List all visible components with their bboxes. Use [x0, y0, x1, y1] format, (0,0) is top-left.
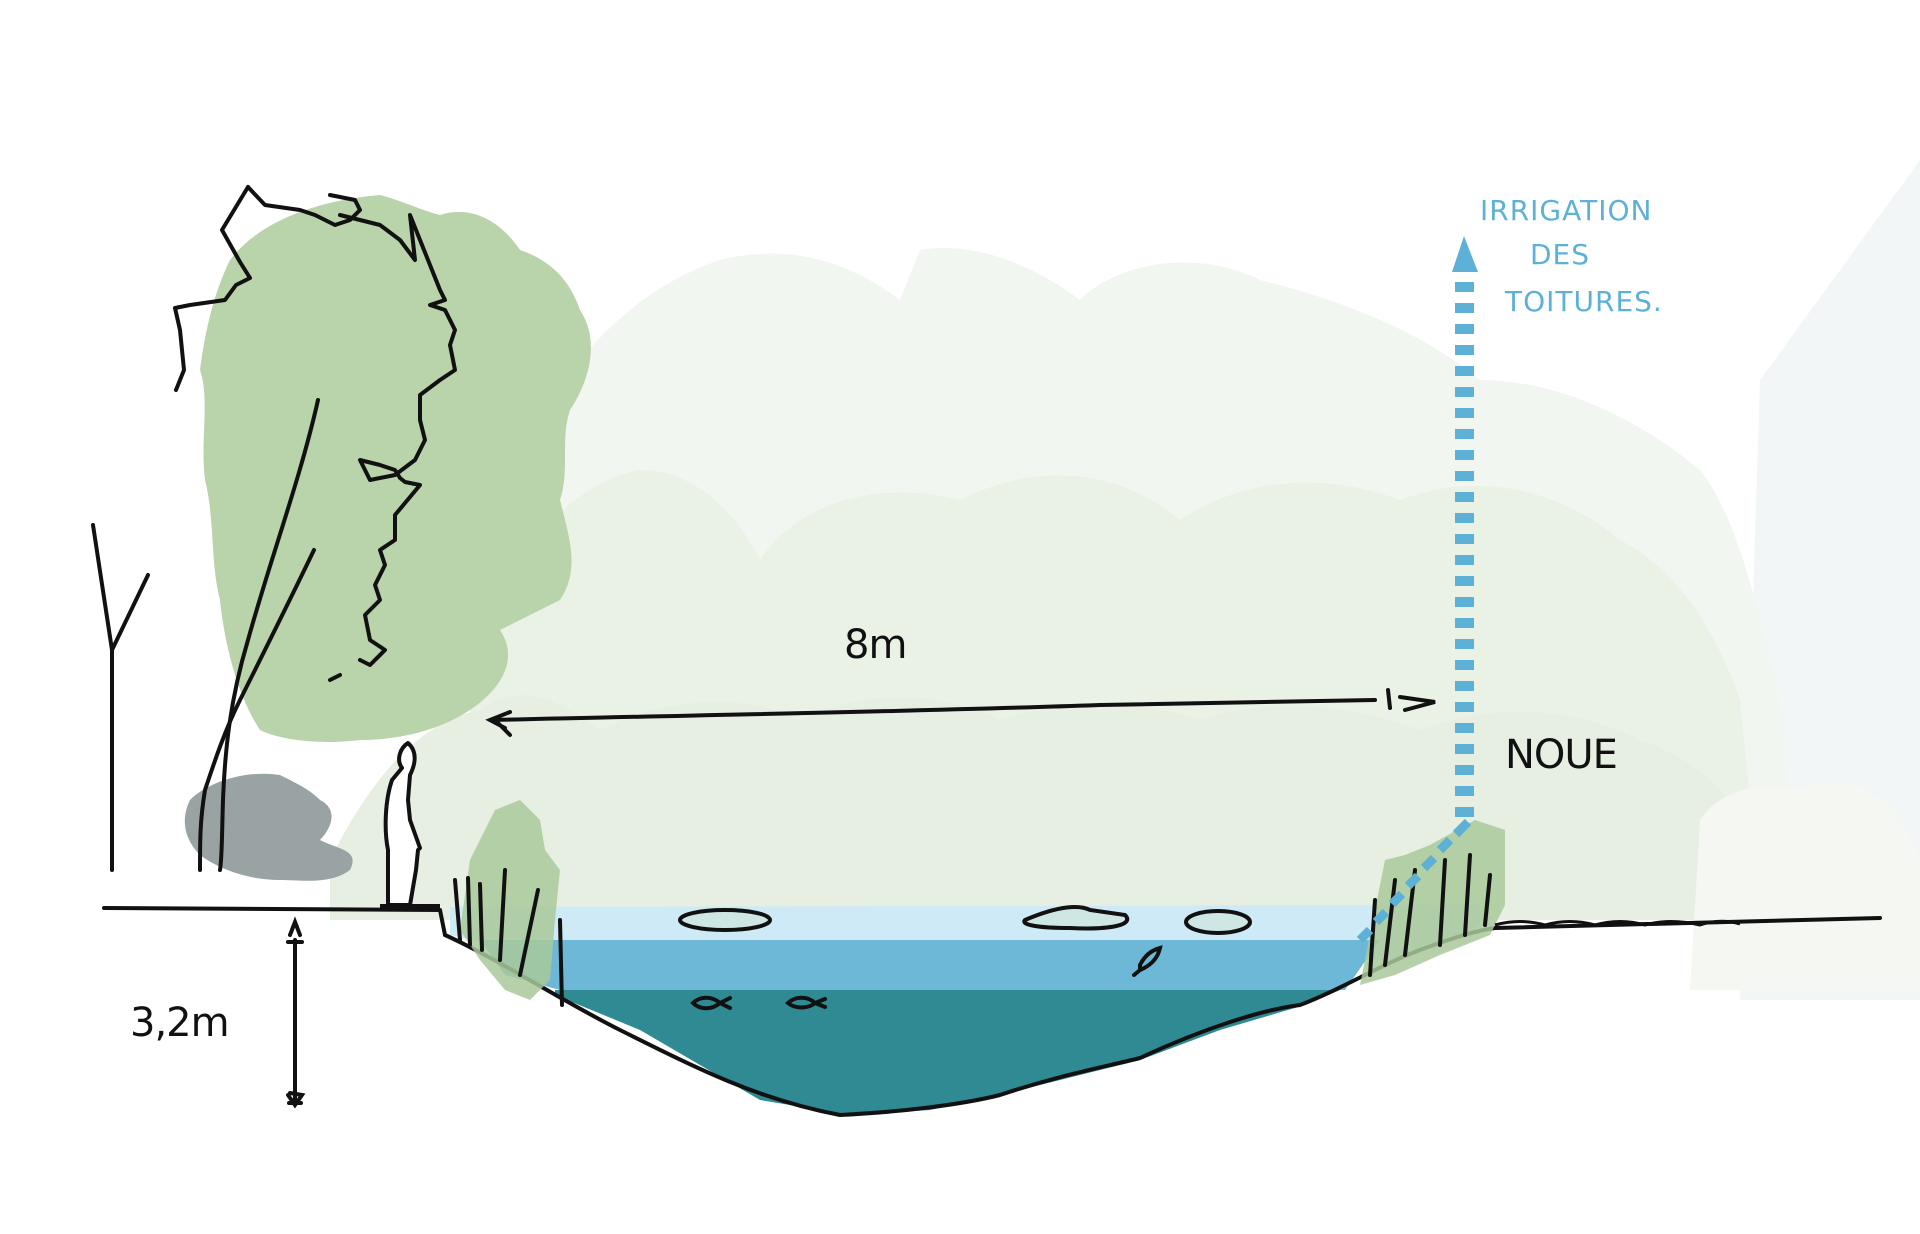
- tree-branch: [198, 548, 316, 872]
- width-dimension-label: 8m: [844, 622, 907, 668]
- reeds-left-foliage: [460, 800, 560, 1000]
- irrigation-dash: [1455, 702, 1474, 712]
- shrub: [184, 773, 353, 881]
- irrigation-dash: [1455, 366, 1474, 376]
- water-deep: [555, 990, 1340, 1115]
- irrigation-dash: [1455, 450, 1474, 460]
- lily-pad: [678, 908, 772, 932]
- reeds-right: [1360, 820, 1741, 985]
- tree-outline: [91, 185, 457, 872]
- irrigation-dash: [1455, 324, 1474, 334]
- width-dimension-arrow: [485, 688, 1436, 737]
- lily-pad: [1184, 909, 1252, 935]
- irrigation-dash: [1455, 744, 1474, 754]
- tree-trunk: [218, 398, 320, 872]
- irrigation-dash: [1455, 303, 1474, 313]
- water-middle: [480, 940, 1380, 990]
- lily-pads: [678, 905, 1252, 935]
- depth-dimension-label: 3,2m: [130, 1000, 230, 1046]
- irrigation-dash: [1455, 471, 1474, 481]
- width-dimension-line: [493, 698, 1377, 722]
- lily-pad: [1022, 905, 1130, 931]
- water-basin: [450, 905, 1480, 1115]
- irrigation-dash: [1455, 807, 1474, 817]
- irrigation-dash: [1455, 723, 1474, 733]
- irrigation-dash: [1455, 492, 1474, 502]
- irrigation-dash: [1455, 345, 1474, 355]
- arrowhead-top: [286, 916, 304, 944]
- arrowhead-right: [1386, 688, 1436, 712]
- irrigation-dash: [1455, 513, 1474, 523]
- arrowhead-bottom: [286, 1091, 306, 1109]
- irrigation-dash: [1455, 408, 1474, 418]
- irrigation-dash: [1455, 597, 1474, 607]
- fish: [690, 995, 732, 1011]
- haze-right-bush: [1690, 781, 1920, 990]
- fish: [785, 995, 827, 1010]
- irrigation-label-line3: TOITURES.: [1505, 285, 1663, 318]
- irrigation-arrowhead: [1452, 236, 1478, 272]
- irrigation-dash: [1455, 765, 1474, 775]
- irrigation-dashes: [1455, 282, 1474, 817]
- irrigation-label-line2: DES: [1530, 238, 1591, 271]
- irrigation-dash: [1455, 429, 1474, 439]
- irrigation-dash: [1455, 786, 1474, 796]
- irrigation-dash: [1455, 387, 1474, 397]
- irrigation-dash: [1455, 618, 1474, 628]
- irrigation-dash: [1455, 639, 1474, 649]
- fish: [1132, 945, 1163, 977]
- irrigation-dash: [1455, 576, 1474, 586]
- irrigation-dash: [1455, 660, 1474, 670]
- irrigation-diagonal-dashes: [1356, 818, 1472, 944]
- reeds-left: [453, 800, 564, 1007]
- fish-group: [690, 945, 1163, 1011]
- irrigation-dash: [1455, 282, 1474, 292]
- post-left: [91, 523, 150, 872]
- grass-fringe: [1494, 919, 1741, 927]
- irrigation-dash: [1455, 681, 1474, 691]
- arrowhead-left: [485, 710, 512, 737]
- depth-dimension-arrow: [286, 916, 306, 1109]
- irrigation-arrow: [1356, 236, 1478, 944]
- irrigation-dash: [1455, 555, 1474, 565]
- irrigation-label-line1: IRRIGATION: [1480, 194, 1653, 227]
- swale-label: NOUE: [1505, 732, 1618, 778]
- irrigation-dash: [1455, 534, 1474, 544]
- person-silhouette: [383, 741, 422, 907]
